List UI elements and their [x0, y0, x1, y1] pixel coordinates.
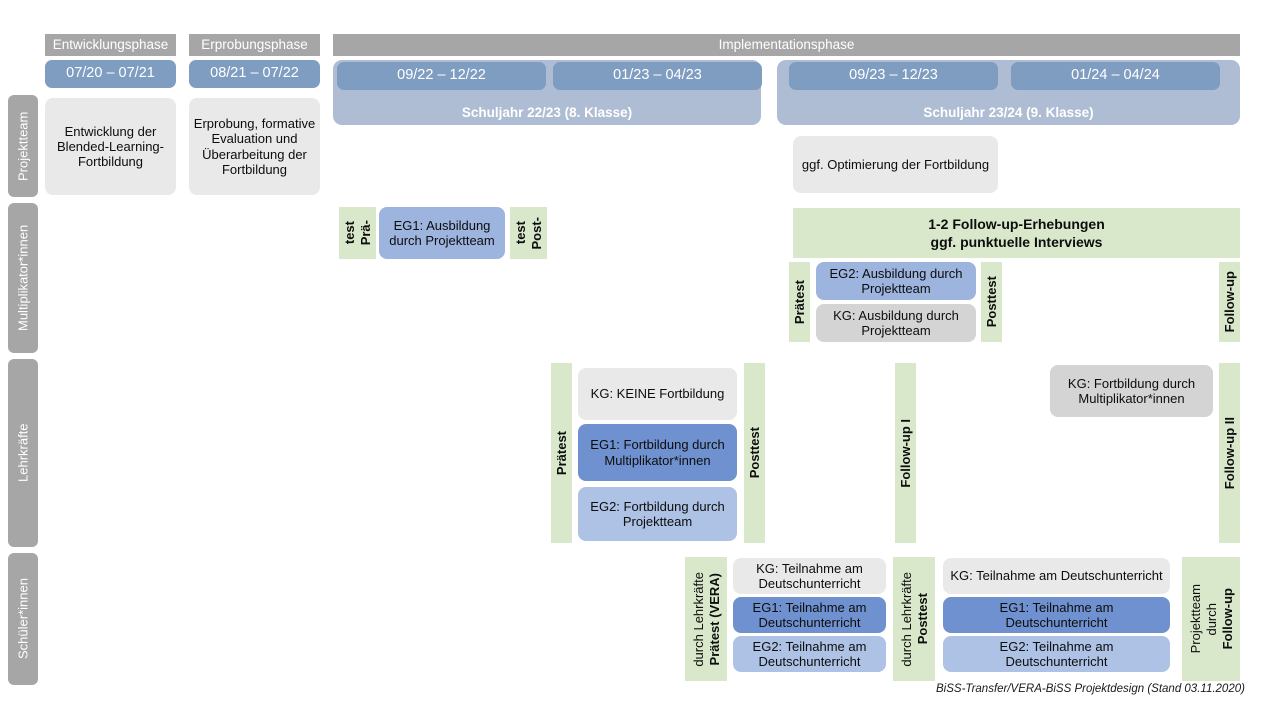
phase-header-entwicklungsphase: Entwicklungsphase — [45, 34, 176, 56]
bar-praetest-vera-main: Prätest (VERA) — [706, 572, 722, 666]
bar-followup-multiplikatoren: Follow-up — [1219, 262, 1240, 342]
card-eg1-ausbildung-projektteam: EG1: Ausbildung durch Projektteam — [379, 207, 505, 259]
bar-followup-schueler-sub1: durch — [1203, 602, 1219, 636]
date-chip-0922-1222: 09/22 – 12/22 — [337, 62, 546, 90]
card-eg1-fortbildung-multiplikatoren: EG1: Fortbildung durch Multiplikator*inn… — [578, 424, 737, 481]
bar-followup-schueler: Follow-up durch Projektteam — [1182, 557, 1240, 681]
bar-followup-schueler-sub2: Projektteam — [1187, 584, 1203, 654]
date-chip-0821-0722: 08/21 – 07/22 — [189, 60, 320, 88]
bar-posttest-multiplikatoren-1: Post- test — [510, 207, 547, 259]
school-year-label-2324: Schuljahr 23/24 (9. Klasse) — [923, 104, 1094, 120]
bar-followup-schueler-main: Follow-up — [1219, 588, 1235, 650]
bar-posttest-schueler-main: Posttest — [914, 593, 930, 645]
phase-header-implementationsphase: Implementationsphase — [333, 34, 1240, 56]
date-chip-0124-0424: 01/24 – 04/24 — [1011, 62, 1220, 90]
date-chip-0720-0721: 07/20 – 07/21 — [45, 60, 176, 88]
bar-praetest-multiplikatoren-2: Prätest — [789, 262, 810, 342]
bar-praetest-multiplikatoren-1: Prä- test — [339, 207, 376, 259]
bar-followup-1-lehrkraefte: Follow-up I — [895, 363, 916, 543]
role-tab-lehrkraefte: Lehrkräfte — [8, 359, 38, 547]
phase-header-erprobungsphase: Erprobungsphase — [189, 34, 320, 56]
card-eg1-teilnahme-2: EG1: Teilnahme am Deutschunterricht — [943, 597, 1170, 633]
card-eg2-ausbildung-projektteam: EG2: Ausbildung durch Projektteam — [816, 262, 976, 300]
card-eg1-teilnahme-1: EG1: Teilnahme am Deutschunterricht — [733, 597, 886, 633]
bar-posttest-line2: test — [513, 221, 528, 245]
bar-posttest-lehrkraefte-label: Posttest — [747, 427, 762, 479]
card-erprobung-evaluation: Erprobung, formative Evaluation und Über… — [189, 98, 320, 195]
role-tab-schuelerinnen: Schüler*innen — [8, 553, 38, 685]
school-year-label-2223: Schuljahr 22/23 (8. Klasse) — [461, 104, 633, 120]
card-eg2-fortbildung-projektteam: EG2: Fortbildung durch Projektteam — [578, 487, 737, 541]
bar-followup-2-lehrkraefte: Follow-up II — [1219, 363, 1240, 543]
bar-followup-1-label: Follow-up I — [898, 418, 913, 488]
bar-posttest-schueler: Posttest durch Lehrkräfte — [893, 557, 935, 681]
card-eg2-teilnahme-1: EG2: Teilnahme am Deutschunterricht — [733, 636, 886, 672]
card-kg-teilnahme-2: KG: Teilnahme am Deutschunterricht — [943, 558, 1170, 594]
bar-praetest-vera-sub: durch Lehrkräfte — [690, 571, 706, 667]
bar-praetest-lehrkraefte: Prätest — [551, 363, 572, 543]
bar-praetest-line1: Prä- — [358, 220, 373, 246]
card-optimierung-fortbildung: ggf. Optimierung der Fortbildung — [793, 136, 998, 193]
banner-line-2: ggf. punktuelle Interviews — [930, 234, 1103, 250]
date-chip-0123-0423: 01/23 – 04/23 — [553, 62, 762, 90]
date-chip-0923-1223: 09/23 – 12/23 — [789, 62, 998, 90]
card-kg-ausbildung-projektteam: KG: Ausbildung durch Projektteam — [816, 304, 976, 342]
footer-caption: BiSS-Transfer/VERA-BiSS Projektdesign (S… — [936, 683, 1245, 695]
bar-followup-2-label: Follow-up II — [1222, 416, 1237, 490]
bar-praetest-vera-schueler: Prätest (VERA) durch Lehrkräfte — [685, 557, 727, 681]
banner-followup-erhebungen: 1-2 Follow-up-Erhebungen ggf. punktuelle… — [793, 208, 1240, 258]
bar-posttest-lehrkraefte: Posttest — [744, 363, 765, 543]
card-eg2-teilnahme-2: EG2: Teilnahme am Deutschunterricht — [943, 636, 1170, 672]
bar-followup-label: Follow-up — [1222, 271, 1237, 333]
card-kg-teilnahme-1: KG: Teilnahme am Deutschunterricht — [733, 558, 886, 594]
banner-line-1: 1-2 Follow-up-Erhebungen — [928, 215, 1105, 232]
card-entwicklung-fortbildung: Entwicklung der Blended-Learning-Fortbil… — [45, 98, 176, 195]
bar-posttest-schueler-sub: durch Lehrkräfte — [898, 571, 914, 667]
bar-praetest-lehrkraefte-label: Prätest — [554, 430, 569, 476]
card-kg-keine-fortbildung: KG: KEINE Fortbildung — [578, 368, 737, 420]
role-tab-projektteam: Projektteam — [8, 95, 38, 197]
bar-praetest-line2: test — [342, 221, 357, 245]
bar-praetest-label: Prätest — [792, 279, 807, 325]
role-tab-multiplikatorinnen: Multiplikator*innen — [8, 203, 38, 353]
bar-posttest-line1: Post- — [529, 216, 544, 250]
bar-posttest-multiplikatoren-2: Posttest — [981, 262, 1002, 342]
card-kg-fortbildung-multiplikatoren: KG: Fortbildung durch Multiplikator*inne… — [1050, 365, 1213, 417]
bar-posttest-label: Posttest — [984, 276, 999, 328]
